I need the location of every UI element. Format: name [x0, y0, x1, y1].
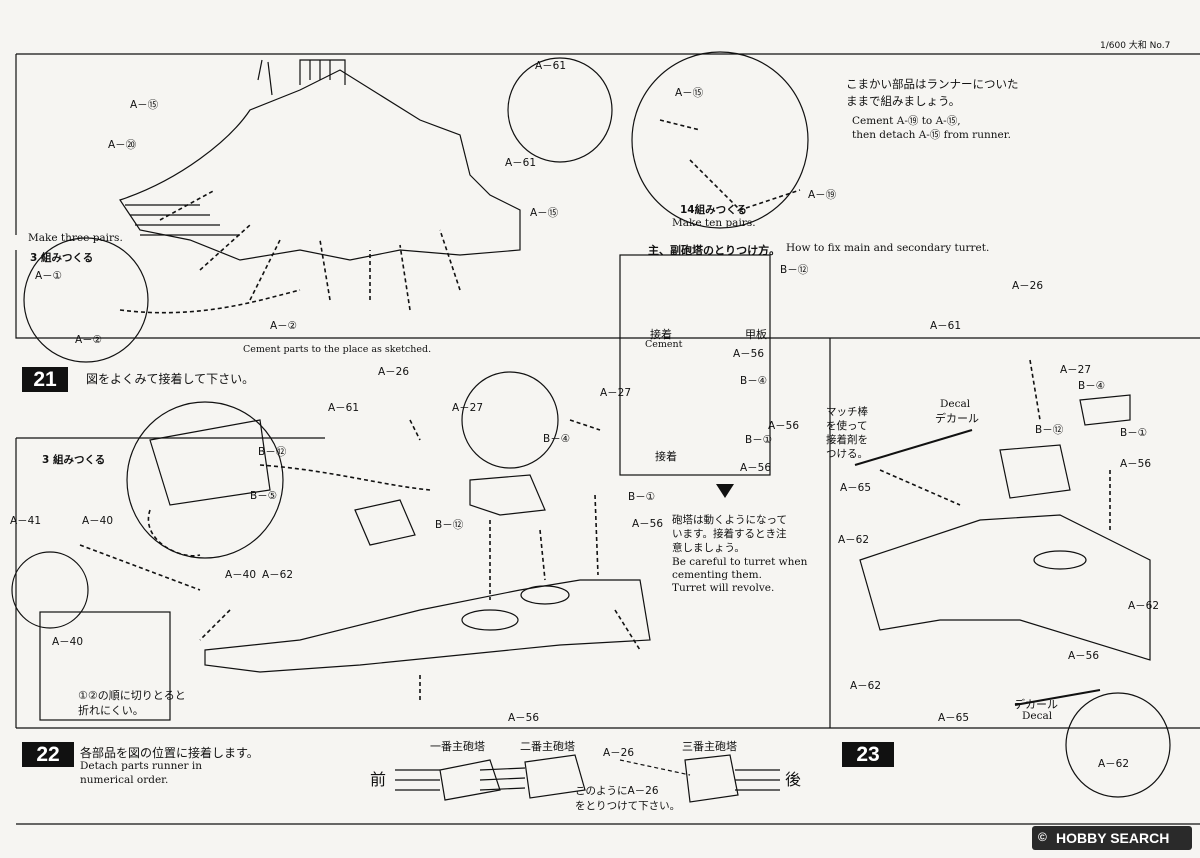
label-b5-mid: B－⑤ [250, 490, 278, 502]
label-a1: A－① [35, 270, 63, 282]
label-a59-inset: A－⑲ [808, 189, 837, 201]
label-a26-bottom: A－26 [603, 747, 635, 759]
step-22-instruction-en-1: Detach parts runner in [80, 760, 203, 772]
make-three-ja: 3 組みつくる [30, 252, 94, 264]
label-b4-s23: B－④ [1078, 380, 1106, 392]
label-a65-inset: A－⑮ [675, 87, 704, 99]
make-three-pairs: Make three pairs. [28, 232, 123, 244]
step-22-instruction-en-2: numerical order. [80, 774, 169, 786]
make-three-ja-mid: 3 組みつくる [42, 454, 106, 466]
label-a65-s23-2: A－65 [938, 712, 970, 724]
turret-fix-title-ja: 主、副砲塔のとりつけ方。 [648, 244, 781, 257]
decal-en-s23: Decal [940, 398, 971, 410]
step-22-instruction-ja: 各部品を図の位置に接着します。 [80, 746, 259, 760]
turret-revolve-en-3: Turret will revolve. [672, 582, 775, 594]
label-b1-s23: B－① [1120, 427, 1148, 439]
label-a40-mid: A－40 [225, 569, 257, 581]
label-a56-box1: A－56 [733, 348, 765, 360]
turret-3-label: 三番主砲塔 [682, 740, 737, 753]
step-22-number: 22 [22, 742, 74, 767]
label-a27-s23: A－27 [1060, 364, 1092, 376]
deck-ja: 甲板 [745, 328, 767, 341]
label-b12-mid2: B－⑫ [435, 519, 464, 531]
matchstick-note-ja: マッチ棒 を使って 接着剤を つける。 [826, 406, 868, 460]
label-a56-mid: A－56 [632, 518, 664, 530]
small-parts-note-en-1: Cement A-⑲ to A-⑮, [852, 115, 961, 127]
label-b1-box: B－① [745, 434, 773, 446]
cement-ja: 接着 [650, 328, 672, 341]
label-a62-mid: A－62 [262, 569, 294, 581]
turret-fix-title-en: How to fix main and secondary turret. [786, 242, 990, 254]
turret-revolve-en-2: cementing them. [672, 569, 762, 581]
label-a40-inset: A－40 [52, 636, 84, 648]
label-a2-inset: A－② [75, 334, 103, 346]
watermark-brand: HOBBY SEARCH [1056, 830, 1170, 846]
label-a56-match: A－56 [768, 420, 800, 432]
label-b4-mid: B－④ [543, 433, 571, 445]
bow-label: 前 [370, 770, 387, 789]
turret-2-label: 二番主砲塔 [520, 740, 575, 753]
down-arrow-icon [716, 484, 734, 498]
label-a61-right: A－61 [505, 157, 537, 169]
cement-ja-2: 接着 [655, 450, 677, 463]
label-b1-mid: B－① [628, 491, 656, 503]
label-b12-box: B－⑫ [780, 264, 809, 276]
small-parts-note-ja: こまかい部品はランナーについた ままで組みましょう。 [846, 77, 1019, 108]
make-ten-pairs: Make ten pairs. [672, 217, 756, 229]
label-b12-s23: B－⑫ [1035, 424, 1064, 436]
label-a62-s23-3: A－62 [1128, 600, 1160, 612]
turret-revolve-en-1: Be careful to turret when [672, 556, 808, 568]
label-a61-s23: A－61 [930, 320, 962, 332]
label-a41: A－41 [10, 515, 42, 527]
label-a62-s23-1: A－62 [838, 534, 870, 546]
label-a56-bottom: A－56 [508, 712, 540, 724]
label-a56-box2: A－56 [740, 462, 772, 474]
label-a27-mid2: A－27 [600, 387, 632, 399]
small-parts-note-en-2: then detach A-⑮ from runner. [852, 129, 1011, 141]
step-21-number: 21 [22, 367, 68, 392]
cement-en: Cement [645, 339, 683, 350]
label-a56-s23-2: A－56 [1068, 650, 1100, 662]
label-a61-mid: A－61 [328, 402, 360, 414]
label-a56-s23: A－56 [1120, 458, 1152, 470]
decal-ja-s23-2: デカール [1014, 698, 1058, 711]
page-reference: 1/600 大和 No.7 [1100, 41, 1171, 51]
step-21-instruction: 図をよくみて接着して下さい。 [86, 372, 255, 386]
turret-1-label: 一番主砲塔 [430, 740, 485, 753]
label-a65-top: A－⑮ [130, 99, 159, 111]
label-a65-s23: A－65 [840, 482, 872, 494]
stern-label: 後 [785, 770, 802, 789]
label-b4-box: B－④ [740, 375, 768, 387]
step-23-number: 23 [842, 742, 894, 767]
label-b12-mid: B－⑫ [258, 446, 287, 458]
attach-a26-note: このようにA－26 をとりつけて下さい。 [575, 785, 681, 812]
inset-cut-order-ja: ①②の順に切りとると 折れにくい。 [78, 689, 186, 717]
label-a27-mid: A－27 [452, 402, 484, 414]
copyright-icon: © [1038, 830, 1047, 844]
label-a40: A－40 [82, 515, 114, 527]
watermark-badge [1032, 826, 1192, 850]
label-a26-mid: A－26 [378, 366, 410, 378]
label-a61-inset: A－61 [535, 60, 567, 72]
label-a62-s23-2: A－62 [850, 680, 882, 692]
label-a65-right: A－⑮ [530, 207, 559, 219]
cement-parts-note: Cement parts to the place as sketched. [243, 344, 432, 355]
label-a26-s23: A－26 [1012, 280, 1044, 292]
decal-en-s23-2: Decal [1022, 710, 1053, 722]
make-fourteen-ja: 14組みつくる [680, 204, 747, 216]
turret-revolve-ja: 砲塔は動くようになって います。接着するとき注 意しましょう。 [672, 514, 787, 554]
label-a61-top: A－⑳ [108, 139, 137, 151]
label-a2-ship: A－② [270, 320, 298, 332]
decal-ja-s23: デカール [935, 412, 979, 425]
label-a62-inset: A－62 [1098, 758, 1130, 770]
